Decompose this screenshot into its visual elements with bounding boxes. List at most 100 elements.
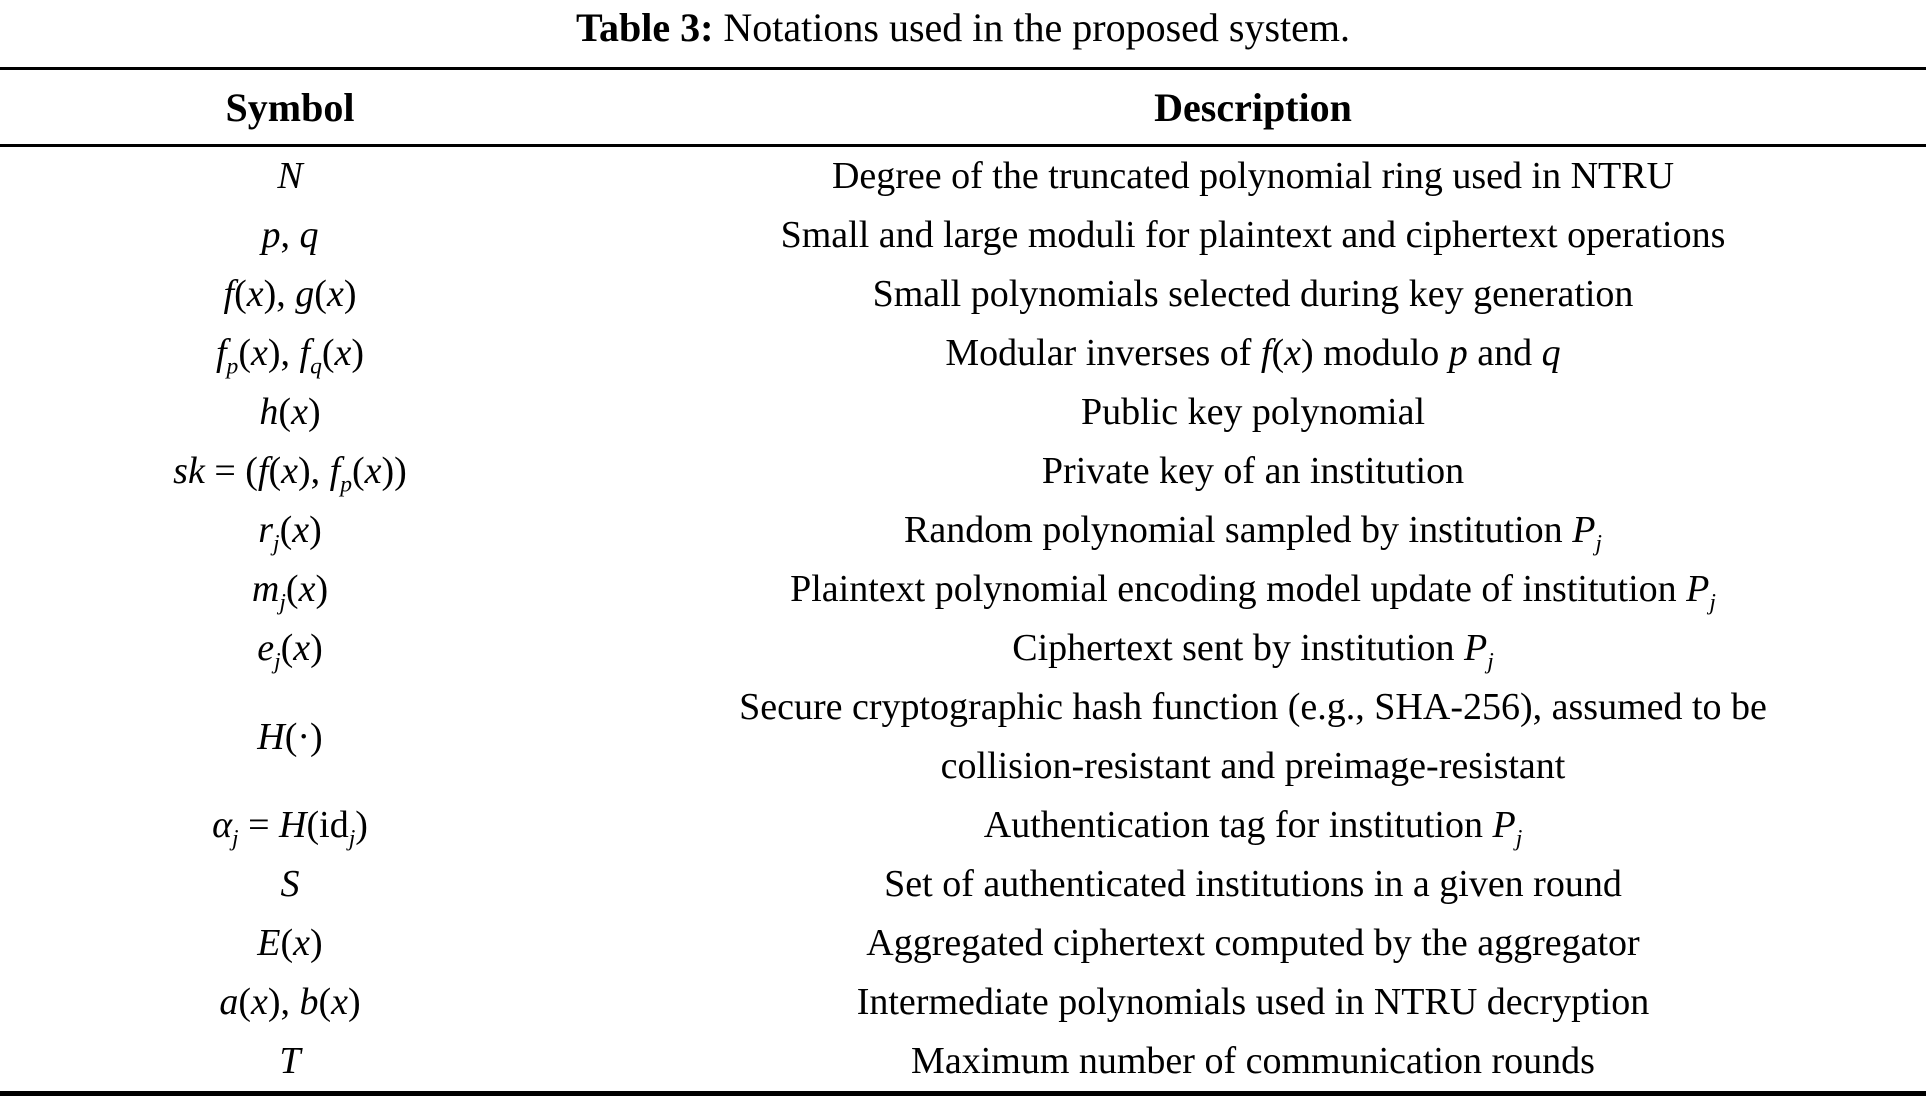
text-segment: m [251,568,280,610]
text-segment: f [1260,332,1272,374]
text-segment: ( [238,981,251,1023]
text-segment: P [1686,568,1710,610]
table-row: ej(x)Ciphertext sent by institution Pj [0,619,1926,678]
text-segment: ) [355,804,368,846]
text-segment: Small and large moduli for plaintext and… [780,214,1726,256]
symbol-cell: p, q [0,206,580,265]
text-segment: P [1492,804,1516,846]
table-row: T Maximum number of communication rounds [0,1032,1926,1094]
text-segment: Small polynomials selected during key ge… [872,273,1634,315]
table-row: E(x) Aggregated ciphertext computed by th… [0,914,1926,973]
text-segment: Authentication tag for institution [983,804,1493,846]
text-segment: ( [268,450,282,492]
text-segment: x [292,509,310,551]
description-cell: Private key of an institution [580,442,1926,501]
text-segment: h [259,391,279,433]
text-segment: ( [285,568,299,610]
symbol-cell: sk = (f(x), fp(x)) [0,442,580,501]
text-segment: Private key of an institution [1041,450,1465,492]
text-segment: p [1448,332,1468,374]
text-segment: a [219,981,239,1023]
text-segment: ( [1271,332,1285,374]
text-segment: ), [263,273,296,315]
symbol-cell: a(x), b(x) [0,973,580,1032]
text-segment: = ( [204,450,258,492]
text-segment: ), [298,450,330,492]
description-cell: Public key polynomial [580,383,1926,442]
text-segment: r [258,509,274,551]
text-segment: x [298,568,316,610]
text-segment: ) [309,509,322,551]
table-row: H(·)Secure cryptographic hash function (… [0,678,1926,796]
symbol-cell: fp(x), fq(x) [0,324,580,383]
text-segment: ), [267,332,300,374]
text-segment: = [238,804,280,846]
text-segment: Set of authenticated institutions in a g… [884,863,1622,905]
text-segment: ) [310,922,323,964]
symbol-cell: f(x), g(x) [0,265,580,324]
subscript-text: j [274,648,281,675]
subscript-text: j [348,825,356,852]
text-segment: x [326,273,344,315]
text-segment: ( [238,332,251,374]
text-segment: ) [343,273,357,315]
symbol-cell: N [0,146,580,207]
text-segment: f [223,273,235,315]
table-caption-label: Table 3: [575,5,714,50]
text-segment: Plaintext polynomial encoding model upda… [790,568,1687,610]
text-segment: b [299,981,319,1023]
subscript-text: j [273,530,280,557]
text-segment: f [329,450,341,492]
subscript-text: j [1595,530,1602,557]
table-row: f(x), g(x)Small polynomials selected dur… [0,265,1926,324]
symbol-cell: E(x) [0,914,580,973]
text-segment: ( [352,450,365,492]
text-segment: ( [278,391,292,433]
text-segment: Intermediate polynomials used in NTRU de… [856,981,1650,1023]
text-segment: x [331,981,349,1023]
text-segment: Aggregated ciphertext computed by the ag… [866,922,1640,964]
symbol-cell: αj = H(idj) [0,796,580,855]
symbol-cell: mj(x) [0,560,580,619]
description-cell: Aggregated ciphertext computed by the ag… [580,914,1926,973]
table-row: rj(x)Random polynomial sampled by instit… [0,501,1926,560]
text-segment: ) [315,568,329,610]
text-segment: ), [267,981,300,1023]
text-segment: x [293,922,311,964]
description-column-header: Description [1154,84,1352,130]
text-segment: q [1541,332,1561,374]
table-row: mj(x) Plaintext polynomial encoding model… [0,560,1926,619]
symbol-cell: h(x) [0,383,580,442]
text-segment: H [257,715,285,758]
description-cell: Set of authenticated institutions in a g… [580,855,1926,914]
text-segment: )) [381,450,407,492]
text-segment: P [1572,509,1596,551]
text-segment: p [261,214,281,256]
subscript-text: q [310,353,322,380]
text-segment: collision-resistant and preimage-resista… [940,745,1566,787]
table-row: p, q Small and large moduli for plaintext… [0,206,1926,265]
description-cell: Small and large moduli for plaintext and… [580,206,1926,265]
text-segment: f [257,450,269,492]
text-segment: Maximum number of communication rounds [911,1040,1595,1082]
text-segment: H [279,804,307,846]
text-segment: ( [321,332,335,374]
subscript-text: j [232,825,239,852]
text-segment: ) modulo [1300,332,1449,374]
text-segment: Random polynomial sampled by institution [904,509,1573,551]
text-segment: Ciphertext sent by institution [1012,627,1464,669]
description-cell: Random polynomial sampled by institution… [580,501,1926,560]
text-segment: x [293,627,311,669]
text-segment: x [250,981,268,1023]
table-row: a(x), b(x) Intermediate polynomials used … [0,973,1926,1032]
text-segment: ( [318,981,332,1023]
text-segment: f [215,332,227,374]
symbol-cell: T [0,1032,580,1094]
text-segment: ( [234,273,247,315]
text-segment: and [1467,332,1542,374]
text-segment: , [280,214,300,256]
subscript-text: j [279,589,286,616]
text-segment: sk [173,450,205,492]
text-segment: Public key polynomial [1080,391,1426,433]
